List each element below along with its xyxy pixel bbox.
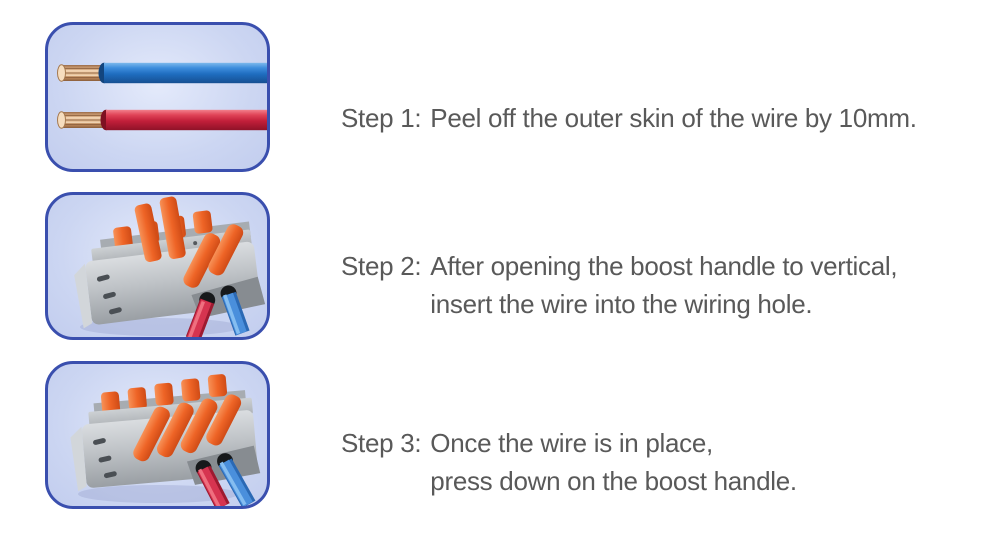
- step1-caption: Step 1: Peel off the outer skin of the w…: [341, 99, 917, 137]
- wire-connector-open: [74, 196, 266, 337]
- step1-text-line1: Peel off the outer skin of the wire by 1…: [430, 103, 917, 133]
- connector-shadow: [78, 485, 238, 503]
- closed-boost-handles: [133, 394, 242, 462]
- step2-label: Step 2:: [341, 251, 422, 281]
- step2-image-frame: [45, 192, 270, 340]
- red-wire: [57, 109, 267, 131]
- step2-text-line1: After opening the boost handle to vertic…: [430, 251, 898, 281]
- blue-wire: [57, 62, 267, 84]
- closed-levers: [183, 224, 244, 288]
- stripped-wires-illustration: [57, 62, 267, 131]
- red-wire: [185, 298, 215, 337]
- step1-label: Step 1:: [341, 103, 422, 133]
- left-face-slots: [96, 274, 122, 315]
- connector-open-illustration: [74, 196, 266, 337]
- step3-text-line1: Once the wire is in place,: [430, 428, 713, 458]
- connector-closed-illustration: [70, 374, 261, 506]
- step2-caption: Step 2: After opening the boost handle t…: [341, 247, 898, 323]
- wire-connector-closed: [70, 374, 261, 506]
- lever-tips: [100, 374, 228, 415]
- step1-image-frame: [45, 22, 270, 172]
- step3-label: Step 3:: [341, 428, 422, 458]
- step2-text-line2: insert the wire into the wiring hole.: [430, 289, 813, 319]
- open-boost-handles: [134, 196, 186, 262]
- blue-wire: [221, 291, 250, 336]
- red-wire: [196, 465, 230, 506]
- step3-image-frame: [45, 361, 270, 509]
- step3-caption: Step 3: Once the wire is in place, press…: [341, 424, 797, 500]
- step3-text-line2: press down on the boost handle.: [430, 466, 797, 496]
- left-face-slots: [93, 438, 117, 479]
- blue-wire: [218, 458, 256, 506]
